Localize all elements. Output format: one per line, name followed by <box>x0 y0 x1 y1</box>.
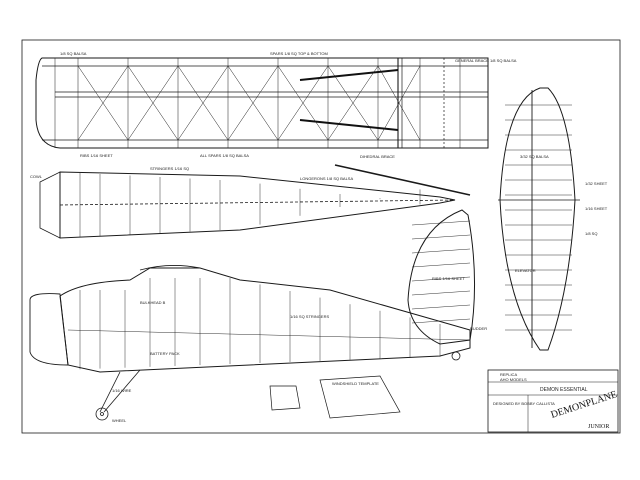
wing-plan <box>35 57 489 149</box>
rudder-rib <box>411 234 471 240</box>
label-stab-sheet: 1/16 SHEET <box>585 206 608 211</box>
label-wing-tip: GENERAL BRACE 1/8 SQ BALSA <box>455 58 517 63</box>
label-wing-spar: SPARS 1/8 SQ TOP & BOTTOM <box>270 51 328 56</box>
rudder-plan <box>407 209 476 345</box>
label-wheel: WHEEL <box>112 418 127 423</box>
wing-diagonal <box>177 65 229 141</box>
label-windshield: WINDSHIELD TEMPLATE <box>332 381 379 386</box>
label-rudder-note: RIBS 1/16 SHEET <box>432 276 465 281</box>
title-block: REPLICA AHO MODELS DEMON ESSENTIAL DESIG… <box>487 369 619 433</box>
wing-diagonal <box>127 65 179 141</box>
wing-strut <box>334 164 471 196</box>
rudder-rib <box>411 276 471 282</box>
wing-diagonal <box>227 65 279 141</box>
label-wing-top: 1/8 SQ BALSA <box>60 51 87 56</box>
label-bulkhead: BULKHEAD B <box>140 300 166 305</box>
landing-gear <box>95 351 461 421</box>
stabilizer-ribs <box>505 104 572 331</box>
label-wing-ribs: RIBS 1/16 SHEET <box>80 153 113 158</box>
title-maker-line2: AHO MODELS <box>500 377 527 382</box>
fuselage-side-view <box>29 265 471 373</box>
rudder-rib <box>411 220 471 226</box>
label-stab-outline: 1/8 SQ <box>585 231 597 236</box>
wing-diagonal <box>377 65 421 141</box>
stabilizer-plan <box>498 87 580 351</box>
label-elevator: ELEVATOR <box>515 268 536 273</box>
sheet-border <box>21 39 621 434</box>
label-tail-sheet: 1/32 SHEET <box>585 181 608 186</box>
windshield-template <box>269 375 401 419</box>
rudder-ribs <box>411 220 471 324</box>
fuselage-top-structure <box>79 173 421 237</box>
wing-diagonal <box>327 65 379 141</box>
fuselage-top-view <box>39 171 456 239</box>
title-brand: DEMON ESSENTIAL <box>540 387 588 393</box>
wing-diagonal <box>277 65 329 141</box>
label-cowl: COWL <box>30 174 43 179</box>
rudder-rib <box>411 262 471 268</box>
wing-diagonal <box>77 65 129 141</box>
rudder-rib <box>411 290 471 296</box>
title-designer: DESIGNED BY BOBBY CALLISTA <box>493 401 555 406</box>
title-subtitle: JUNIOR <box>588 424 609 430</box>
label-fuselage-top: STRINGERS 1/16 SQ <box>150 166 189 171</box>
fuselage-longeron <box>67 329 471 341</box>
rudder-rib <box>411 248 471 254</box>
label-landing-gear: 1/16 WIRE <box>112 388 132 393</box>
label-battery: BATTERY PACK <box>150 351 180 356</box>
label-side-stringers: 1/16 SQ STRINGERS <box>290 314 329 319</box>
label-dihedral: DIHEDRAL BRACE <box>360 154 395 159</box>
label-fuselage-long: LONGERONS 1/8 SQ BALSA <box>300 176 353 181</box>
wing-ribs <box>54 58 489 148</box>
rudder-rib <box>411 318 471 324</box>
title-maker-line1: REPLICA <box>500 372 517 377</box>
label-rudder: RUDDER <box>470 326 487 331</box>
fuselage-side-structure <box>67 278 471 370</box>
title-drawing: DEMONPLANE <box>550 389 619 421</box>
rudder-rib <box>411 304 471 310</box>
label-tail-note: 3/32 SQ BALSA <box>520 154 549 159</box>
label-wing-note: ALL SPARS 1/8 SQ BALSA <box>200 153 249 158</box>
